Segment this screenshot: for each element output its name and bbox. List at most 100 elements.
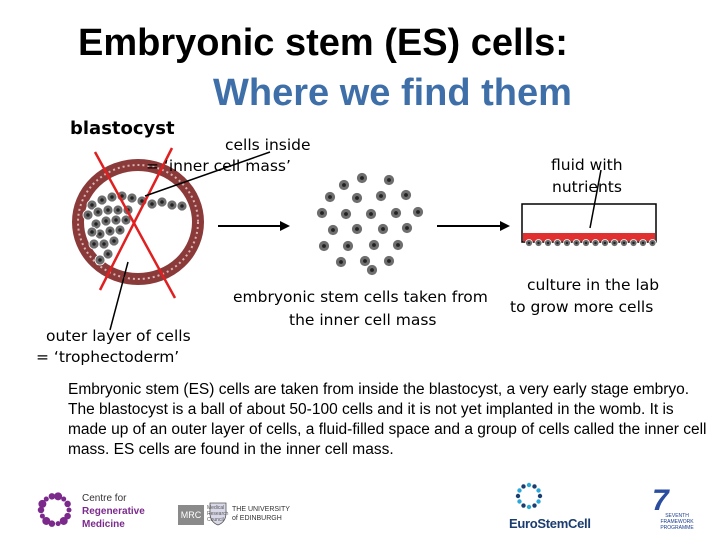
outer-layer-pointer bbox=[109, 261, 129, 331]
es-cell-nucleus bbox=[369, 212, 373, 216]
es-cell-nucleus bbox=[387, 259, 391, 263]
es-cell-nucleus bbox=[355, 227, 359, 231]
esc-dot bbox=[526, 504, 532, 510]
es-cell-nucleus bbox=[322, 244, 326, 248]
es-cell-nucleus bbox=[331, 228, 335, 232]
fp7-logo: SEVENTH FRAMEWORK PROGRAMME bbox=[660, 513, 694, 531]
esc-dot bbox=[536, 499, 541, 504]
icm-cell-nucleus bbox=[102, 242, 106, 246]
icm-cell-nucleus bbox=[118, 228, 122, 232]
es-cell-nucleus bbox=[339, 260, 343, 264]
icm-cell-nucleus bbox=[110, 195, 114, 199]
esc-dot bbox=[521, 484, 526, 489]
es-cells-label-2: the inner cell mass bbox=[289, 311, 437, 329]
icm-cell-nucleus bbox=[92, 242, 96, 246]
es-cell-nucleus bbox=[396, 243, 400, 247]
crm-dot bbox=[54, 492, 63, 501]
dish-cell-nucleus bbox=[641, 241, 645, 245]
icm-cell-nucleus bbox=[124, 218, 128, 222]
icm-cell-nucleus bbox=[106, 208, 110, 212]
cross-line-1 bbox=[93, 151, 177, 299]
es-cell-nucleus bbox=[355, 196, 359, 200]
uoe-logo-line-1: THE UNIVERSITY bbox=[232, 506, 290, 513]
crm-logo-line-1: Centre for bbox=[82, 493, 127, 504]
es-cell-nucleus bbox=[416, 210, 420, 214]
es-cell-nucleus bbox=[320, 211, 324, 215]
title-line-2: Where we find them bbox=[213, 72, 572, 114]
svg-text:7: 7 bbox=[652, 484, 670, 517]
crm-dot bbox=[42, 516, 51, 525]
es-cell-nucleus bbox=[342, 183, 346, 187]
title-line-1: Embryonic stem (ES) cells: bbox=[78, 22, 568, 64]
esc-dot bbox=[521, 503, 526, 508]
crm-dot bbox=[38, 499, 47, 508]
dish-cell-nucleus bbox=[584, 241, 588, 245]
crm-logo-line-3: Medicine bbox=[82, 519, 125, 530]
culture-label-2: to grow more cells bbox=[510, 298, 654, 316]
icm-cell-nucleus bbox=[116, 208, 120, 212]
icm-cell-nucleus bbox=[150, 202, 154, 206]
dish-cell-nucleus bbox=[622, 241, 626, 245]
dish-cell-nucleus bbox=[575, 241, 578, 245]
icm-cell-nucleus bbox=[96, 210, 100, 214]
icm-cell-nucleus bbox=[130, 196, 134, 200]
dish-cell-nucleus bbox=[613, 241, 616, 245]
esc-dot bbox=[532, 503, 537, 508]
dish-cell-nucleus bbox=[632, 241, 635, 245]
inner-cell-mass bbox=[82, 190, 188, 266]
dish-cell-nucleus bbox=[546, 241, 550, 245]
icm-pointer bbox=[144, 151, 271, 197]
icm-cell-nucleus bbox=[170, 203, 174, 207]
fluid-pointer bbox=[589, 169, 602, 229]
dish-cell-nucleus bbox=[565, 241, 569, 245]
icm-cell-nucleus bbox=[120, 194, 124, 198]
eurostemcell-logo: EuroStemCell bbox=[509, 516, 591, 531]
fluid-label-1: fluid with bbox=[551, 156, 623, 174]
arrow-2 bbox=[437, 221, 510, 231]
icm-cell-nucleus bbox=[114, 218, 118, 222]
es-cell-nucleus bbox=[394, 211, 398, 215]
crm-dot bbox=[59, 516, 68, 525]
esc-dot bbox=[517, 488, 522, 493]
crm-dot bbox=[43, 496, 49, 502]
icm-cell-nucleus bbox=[90, 203, 94, 207]
dish-cell-nucleus bbox=[537, 241, 540, 245]
esc-dot bbox=[532, 484, 537, 489]
mrc-logo-subtitle: Medical Research Council bbox=[207, 505, 229, 523]
esc-dot bbox=[517, 499, 522, 504]
crm-dot bbox=[61, 496, 67, 502]
crm-logo-icon bbox=[37, 492, 72, 527]
crm-dot bbox=[37, 506, 45, 514]
es-cell-nucleus bbox=[387, 178, 391, 182]
crm-dot bbox=[48, 520, 56, 527]
fp7-logo-icon: 7 bbox=[652, 484, 670, 517]
icm-cell-nucleus bbox=[112, 239, 116, 243]
inner-cell-mass-label-1: cells inside bbox=[225, 136, 311, 154]
icm-cell-nucleus bbox=[104, 219, 108, 223]
outer-layer-label-1: outer layer of cells bbox=[46, 327, 191, 345]
dish-cell-nucleus bbox=[651, 241, 654, 245]
esc-dot bbox=[537, 493, 543, 499]
es-cell-nucleus bbox=[379, 194, 383, 198]
es-cell-nucleus bbox=[381, 227, 385, 231]
icm-cell-nucleus bbox=[106, 252, 110, 256]
es-cells bbox=[316, 172, 424, 276]
icm-cell-nucleus bbox=[100, 198, 104, 202]
mrc-logo: MRC bbox=[178, 505, 204, 525]
es-cell-nucleus bbox=[404, 193, 408, 197]
es-cell-nucleus bbox=[360, 176, 364, 180]
dish-cell-nucleus bbox=[603, 241, 607, 245]
description-paragraph: Embryonic stem (ES) cells are taken from… bbox=[68, 381, 707, 458]
crm-dot bbox=[48, 493, 56, 500]
es-cell-nucleus bbox=[370, 268, 374, 272]
icm-cell-nucleus bbox=[160, 200, 164, 204]
icm-cell-nucleus bbox=[108, 229, 112, 233]
icm-cell-nucleus bbox=[180, 204, 184, 208]
dish-cell-nucleus bbox=[556, 241, 559, 245]
outer-layer-label-2: = ‘trophectoderm’ bbox=[36, 348, 180, 366]
icm-cell-nucleus bbox=[98, 232, 102, 236]
culture-label-1: culture in the lab bbox=[527, 276, 660, 294]
es-cell-nucleus bbox=[346, 244, 350, 248]
icm-cell-nucleus bbox=[140, 199, 144, 203]
